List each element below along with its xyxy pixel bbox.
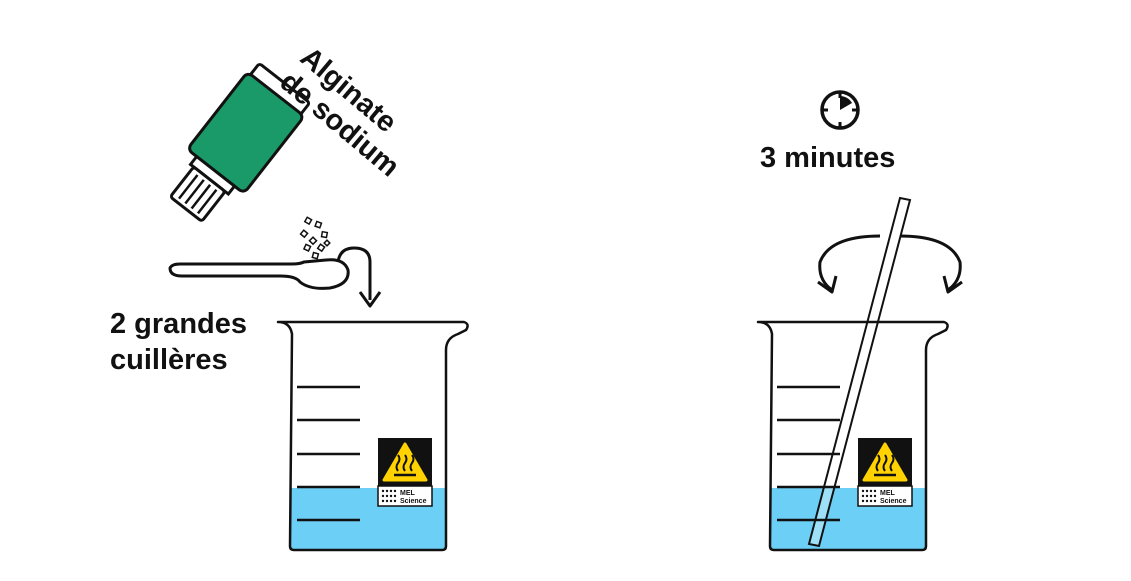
amount-line1: 2 grandes — [110, 308, 247, 340]
amount-line2: cuillères — [110, 344, 228, 376]
arrow-down-icon — [336, 246, 382, 308]
spoon-icon — [168, 258, 350, 290]
powder-grains — [299, 216, 331, 260]
brand-line1: MEL — [400, 490, 416, 497]
step-1: Alginate de sodium 2 grandes cuillères — [110, 41, 469, 552]
glass-rod-icon — [807, 196, 912, 548]
stir-arrow-icon — [817, 234, 963, 294]
brand-line1: MEL — [880, 490, 896, 497]
brand-line2: Science — [400, 498, 427, 505]
duration-label: 3 minutes — [760, 142, 895, 174]
powder-bottle-icon — [169, 63, 311, 222]
beaker-right: MEL Science — [756, 196, 949, 552]
step-2: 3 minutes — [756, 90, 963, 552]
brand-line2: Science — [880, 498, 907, 505]
beaker-left: MEL Science — [276, 320, 469, 552]
hot-surface-warning-icon: MEL Science — [857, 438, 913, 507]
hot-surface-warning-icon: MEL Science — [377, 438, 433, 507]
clock-icon — [820, 90, 860, 130]
